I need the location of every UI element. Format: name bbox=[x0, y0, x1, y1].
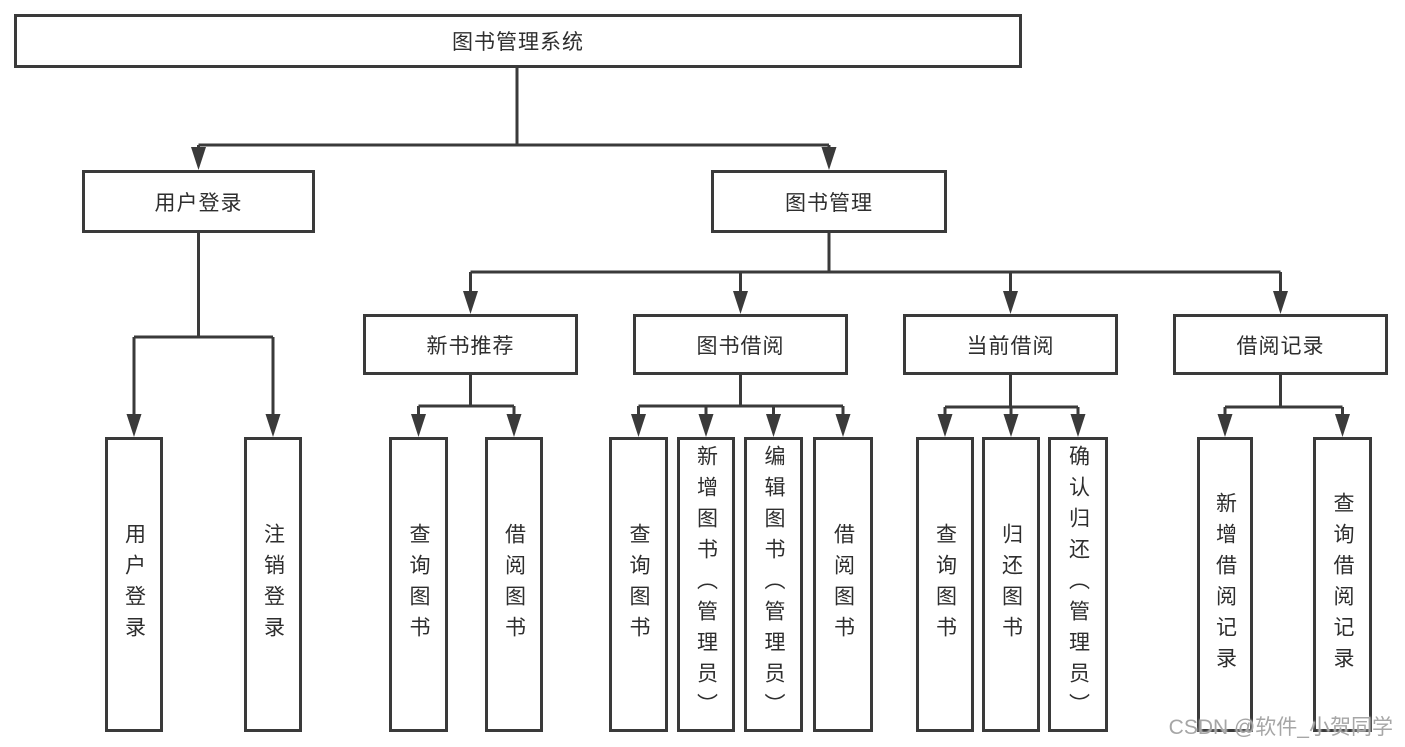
node-user-login-label: 用户登录 bbox=[154, 191, 243, 215]
leaf-recommend-query-books-label: 查询图书 bbox=[407, 522, 430, 647]
arrowhead-icon bbox=[1070, 414, 1086, 437]
node-current-borrowing-label: 当前借阅 bbox=[966, 334, 1055, 358]
arrowhead-icon bbox=[835, 414, 851, 437]
leaf-recommend-borrow-books-label: 借阅图书 bbox=[502, 522, 526, 647]
node-current-borrowing: 当前借阅 bbox=[903, 314, 1118, 375]
arrowhead-icon bbox=[733, 291, 748, 314]
leaf-edit-books-admin-label: 编辑图书（管理员） bbox=[762, 445, 785, 724]
leaf-add-books-admin-label: 新增图书（管理员） bbox=[694, 445, 718, 724]
leaf-logout: 注销登录 bbox=[244, 437, 302, 732]
leaf-logout-label: 注销登录 bbox=[261, 522, 285, 647]
leaf-borrowing-borrow-books-label: 借阅图书 bbox=[831, 522, 855, 647]
leaf-recommend-borrow-books: 借阅图书 bbox=[485, 437, 543, 732]
node-borrowing-records: 借阅记录 bbox=[1173, 314, 1388, 375]
leaf-add-borrow-record: 新增借阅记录 bbox=[1197, 437, 1253, 732]
node-borrowing-records-label: 借阅记录 bbox=[1236, 334, 1325, 358]
arrowhead-icon bbox=[1003, 291, 1018, 314]
leaf-confirm-return-admin-label: 确认归还（管理员） bbox=[1066, 445, 1090, 724]
node-new-book-recommend-label: 新书推荐 bbox=[426, 334, 515, 358]
arrowhead-icon bbox=[937, 414, 953, 437]
leaf-add-books-admin: 新增图书（管理员） bbox=[677, 437, 735, 732]
arrowhead-icon bbox=[631, 414, 646, 437]
leaf-current-query-books: 查询图书 bbox=[916, 437, 974, 732]
arrowhead-icon bbox=[1273, 291, 1288, 314]
leaf-add-borrow-record-label: 新增借阅记录 bbox=[1213, 491, 1237, 678]
arrowhead-icon bbox=[1217, 414, 1233, 437]
arrowhead-icon bbox=[821, 147, 837, 170]
leaf-query-borrow-record-label: 查询借阅记录 bbox=[1331, 491, 1354, 678]
leaf-user-login-label: 用户登录 bbox=[122, 522, 146, 647]
leaf-borrowing-query-books-label: 查询图书 bbox=[627, 522, 650, 647]
arrowhead-icon bbox=[463, 291, 478, 314]
node-book-management-label: 图书管理 bbox=[785, 191, 873, 215]
node-root: 图书管理系统 bbox=[14, 14, 1022, 68]
arrowhead-icon bbox=[1335, 414, 1350, 437]
leaf-recommend-query-books: 查询图书 bbox=[389, 437, 448, 732]
leaf-return-books-label: 归还图书 bbox=[999, 522, 1023, 647]
leaf-user-login: 用户登录 bbox=[105, 437, 163, 732]
node-root-label: 图书管理系统 bbox=[452, 31, 584, 54]
arrowhead-icon bbox=[411, 414, 426, 437]
leaf-borrowing-borrow-books: 借阅图书 bbox=[813, 437, 873, 732]
leaf-confirm-return-admin: 确认归还（管理员） bbox=[1048, 437, 1108, 732]
leaf-current-query-books-label: 查询图书 bbox=[933, 522, 957, 647]
arrowhead-icon bbox=[698, 414, 714, 437]
node-book-management: 图书管理 bbox=[711, 170, 947, 233]
node-new-book-recommend: 新书推荐 bbox=[363, 314, 578, 375]
arrowhead-icon bbox=[766, 414, 781, 437]
node-book-borrowing: 图书借阅 bbox=[633, 314, 848, 375]
leaf-borrowing-query-books: 查询图书 bbox=[609, 437, 668, 732]
leaf-query-borrow-record: 查询借阅记录 bbox=[1313, 437, 1372, 732]
leaf-edit-books-admin: 编辑图书（管理员） bbox=[744, 437, 803, 732]
arrowhead-icon bbox=[506, 414, 522, 437]
arrowhead-icon bbox=[265, 414, 281, 437]
arrowhead-icon bbox=[1003, 414, 1019, 437]
arrowhead-icon bbox=[191, 147, 206, 170]
csdn-watermark: CSDN @软件_小贺同学 bbox=[1168, 716, 1393, 739]
leaf-return-books: 归还图书 bbox=[982, 437, 1040, 732]
node-user-login: 用户登录 bbox=[82, 170, 315, 233]
node-book-borrowing-label: 图书借阅 bbox=[696, 334, 785, 358]
arrowhead-icon bbox=[126, 414, 142, 437]
